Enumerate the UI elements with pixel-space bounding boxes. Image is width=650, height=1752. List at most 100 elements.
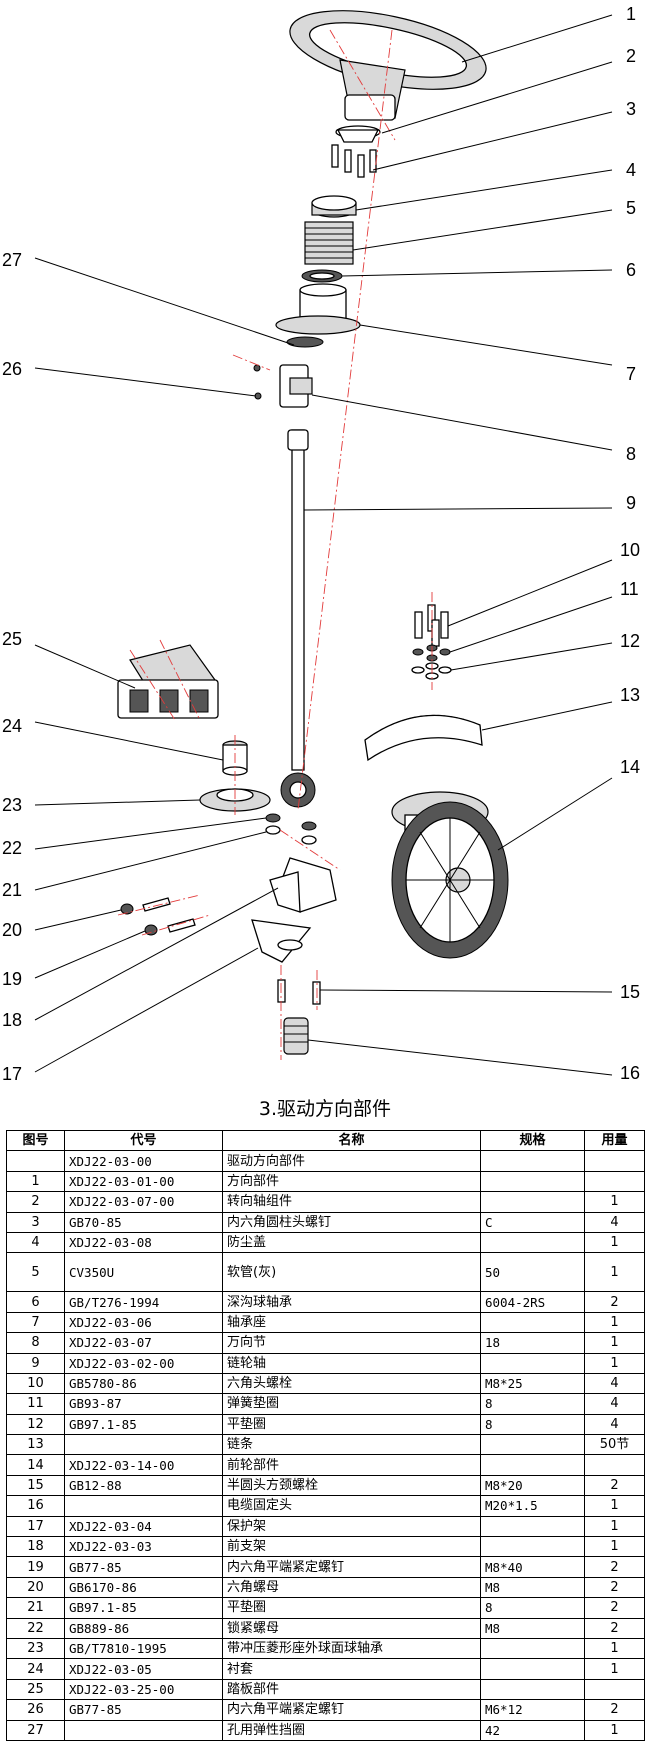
cell-spec [480, 1658, 585, 1680]
part-flat-washers-small [265, 825, 317, 845]
part-hex-bolts [414, 604, 449, 647]
callout-24: 24 [2, 716, 22, 736]
cell-code: GB/T7810-1995 [64, 1637, 223, 1660]
cell-name: 链条 [222, 1434, 481, 1456]
callout-19: 19 [2, 969, 22, 989]
cell-spec: M8*20 [480, 1474, 585, 1497]
part-hose [304, 221, 354, 265]
cell-name: 驱动方向部件 [222, 1150, 481, 1172]
callout-18: 18 [2, 1010, 22, 1030]
cell-spec [480, 1434, 585, 1456]
callout-22: 22 [2, 838, 22, 858]
part-chain [364, 714, 483, 762]
cell-quantity: 1 [584, 1536, 645, 1558]
cell-spec [480, 1515, 585, 1538]
part-protective-frame [251, 919, 312, 963]
cell-spec: M8*25 [480, 1372, 585, 1395]
cell-code: XDJ22-03-07-00 [64, 1191, 223, 1213]
part-socket-head-screws [331, 144, 377, 178]
callout-3: 3 [626, 99, 636, 119]
cell-spec: M8*40 [480, 1556, 585, 1578]
cell-figure-no: 19 [6, 1556, 65, 1578]
cell-figure-no: 15 [6, 1474, 65, 1497]
cell-quantity: 1 [584, 1515, 645, 1538]
table-header-row: 图号 代号 名称 规格 用量 [6, 1129, 645, 1152]
cell-figure-no: 3 [6, 1211, 65, 1233]
callout-15: 15 [620, 982, 640, 1002]
cell-figure-no: 21 [6, 1597, 65, 1619]
callout-25: 25 [2, 629, 22, 649]
cell-quantity [584, 1150, 645, 1172]
cell-quantity: 1 [584, 1495, 645, 1517]
part-set-screws-nuts [120, 897, 196, 936]
part-steering-wheel [289, 10, 487, 121]
cell-figure-no: 6 [6, 1291, 65, 1313]
cell-code [64, 1719, 223, 1741]
cell-spec: 42 [480, 1719, 585, 1741]
cell-spec: M20*1.5 [480, 1495, 585, 1517]
cell-spec [480, 1536, 585, 1558]
header-code: 代号 [64, 1129, 223, 1152]
callout-5: 5 [626, 198, 636, 218]
callout-23: 23 [2, 795, 22, 815]
cell-code: XDJ22-03-00 [64, 1150, 223, 1172]
cell-code: XDJ22-03-02-00 [64, 1352, 223, 1374]
cell-figure-no: 23 [6, 1637, 65, 1660]
cell-quantity: 1 [584, 1658, 645, 1680]
cell-figure-no: 11 [6, 1393, 65, 1415]
cell-code: XDJ22-03-04 [64, 1515, 223, 1538]
cell-code: XDJ22-03-14-00 [64, 1454, 223, 1476]
cell-spec: M8 [480, 1617, 585, 1639]
part-front-wheel [391, 791, 509, 959]
part-universal-joint [253, 364, 313, 408]
cell-figure-no: 22 [6, 1617, 65, 1639]
cell-name: 弹簧垫圈 [222, 1393, 481, 1415]
part-flat-washers [411, 662, 452, 680]
cell-name: 前轮部件 [222, 1454, 481, 1476]
cell-code: XDJ22-03-03 [64, 1536, 223, 1558]
cell-spec [480, 1231, 585, 1254]
cell-name: 六角头螺栓 [222, 1372, 481, 1395]
cell-name: 带冲压菱形座外球面球轴承 [222, 1637, 481, 1660]
cell-name: 轴承座 [222, 1311, 481, 1334]
callout-13: 13 [620, 685, 640, 705]
cell-figure-no: 25 [6, 1678, 65, 1701]
cell-quantity [584, 1454, 645, 1476]
cell-quantity: 1 [584, 1231, 645, 1254]
cell-spec: C [480, 1211, 585, 1233]
callout-1: 1 [626, 4, 636, 24]
callout-9: 9 [626, 493, 636, 513]
cell-code: GB5780-86 [64, 1372, 223, 1395]
cell-figure-no [6, 1150, 65, 1172]
cell-code: XDJ22-03-25-00 [64, 1678, 223, 1701]
cell-spec [480, 1637, 585, 1660]
cell-quantity: 2 [584, 1474, 645, 1497]
cell-quantity: 2 [584, 1556, 645, 1578]
callout-2: 2 [626, 46, 636, 66]
cell-quantity: 4 [584, 1413, 645, 1436]
cell-name: 深沟球轴承 [222, 1291, 481, 1313]
cell-figure-no: 1 [6, 1170, 65, 1193]
cell-code [64, 1434, 223, 1456]
part-pedal [117, 644, 219, 719]
cell-figure-no: 20 [6, 1576, 65, 1599]
cell-code: GB12-88 [64, 1474, 223, 1497]
part-bearing-housing [275, 283, 361, 335]
leader-lines [34, 14, 613, 1076]
part-dust-cover [311, 195, 357, 218]
callout-27: 27 [2, 250, 22, 270]
cell-spec: M6*12 [480, 1699, 585, 1721]
